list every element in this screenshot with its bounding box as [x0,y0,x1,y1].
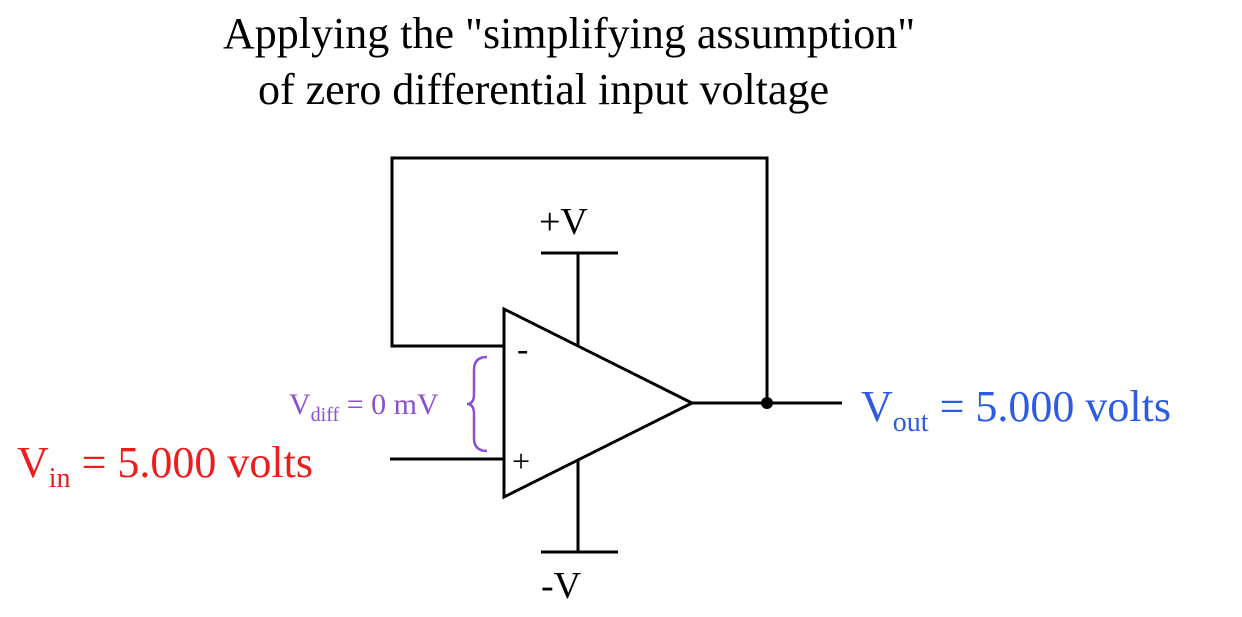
vout-label: Vout = 5.000 volts [861,382,1171,438]
vout-subscript: out [893,407,929,438]
feedback-wire [390,156,769,403]
vin-subscript: in [49,463,71,494]
positive-supply-label: +V [539,201,588,243]
vdiff-label: Vdiff = 0 mV [289,388,439,426]
vout-value: = 5.000 volts [929,382,1171,431]
output-junction-dot [761,397,773,409]
vin-label: Vin = 5.000 volts [17,438,313,494]
inverting-input-symbol: - [517,331,528,368]
diagram-title-line-2: of zero differential input voltage [258,65,829,114]
vdiff-brace [466,355,488,453]
negative-supply-label: -V [541,565,582,607]
vin-value: = 5.000 volts [71,438,313,487]
vdiff-symbol: V [289,388,311,421]
opamp-triangle [502,306,696,500]
noninverting-input-symbol: + [512,443,530,479]
vin-symbol: V [17,438,49,487]
vdiff-value: = 0 mV [339,388,439,421]
vdiff-subscript: diff [311,404,340,426]
vout-symbol: V [861,382,893,431]
diagram-title-line-1: Applying the "simplifying assumption" [223,9,916,58]
